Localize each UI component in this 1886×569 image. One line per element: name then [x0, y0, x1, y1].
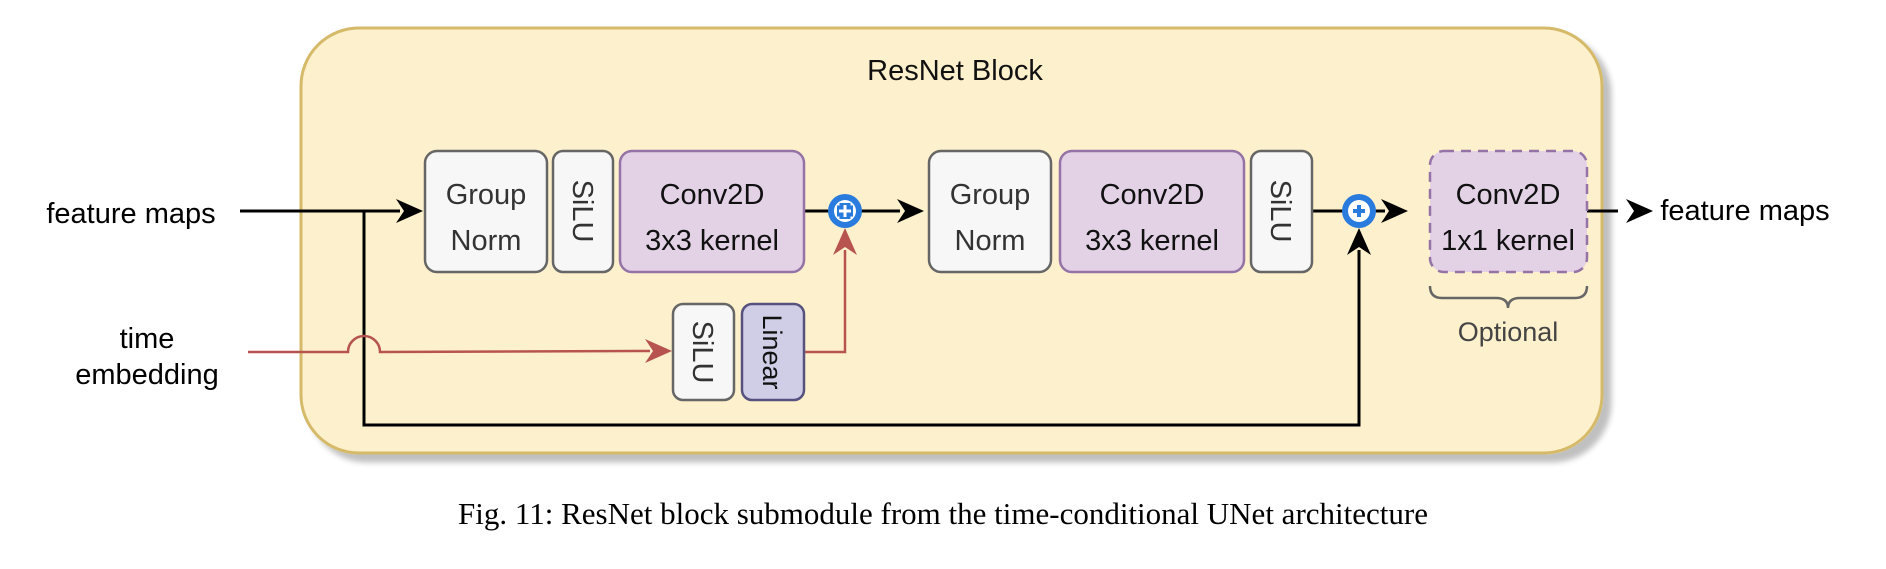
- time-label-line1: time: [120, 323, 175, 355]
- time-silu-label: SiLU: [686, 321, 718, 384]
- conv2d-1x1-line1: Conv2D: [1456, 179, 1561, 211]
- output-label: feature maps: [1660, 195, 1829, 227]
- block-title: ResNet Block: [867, 55, 1043, 87]
- conv2d-3x3-2: Conv2D 3x3 kernel: [1058, 149, 1246, 274]
- figure-caption: Fig. 11: ResNet block submodule from the…: [458, 496, 1428, 531]
- add-node-2: [1342, 194, 1376, 228]
- conv2d-3x3-2-line1: Conv2D: [1100, 179, 1205, 211]
- groupnorm-2-line2: Norm: [955, 225, 1026, 257]
- time-linear: Linear: [740, 302, 806, 402]
- groupnorm-2-line1: Group: [950, 179, 1031, 211]
- main-arrowheads: [396, 199, 1653, 255]
- time-arrowheads: [645, 228, 857, 363]
- conv2d-3x3-1-line1: Conv2D: [660, 179, 765, 211]
- time-path: [248, 250, 847, 354]
- add-node-1: [828, 194, 862, 228]
- conv2d-3x3-2-line2: 3x3 kernel: [1085, 225, 1219, 257]
- silu-2-label: SiLU: [1264, 180, 1296, 243]
- conv2d-1x1-line2: 1x1 kernel: [1441, 225, 1575, 257]
- groupnorm-1-line1: Group: [446, 179, 527, 211]
- time-linear-label: Linear: [757, 314, 787, 389]
- silu-2: SiLU: [1249, 149, 1314, 274]
- silu-1: SiLU: [551, 149, 615, 274]
- silu-1-label: SiLU: [566, 180, 598, 243]
- optional-brace: [1428, 285, 1589, 309]
- time-silu: SiLU: [671, 302, 736, 402]
- time-label-line2: embedding: [75, 359, 219, 391]
- optional-label: Optional: [1458, 317, 1559, 347]
- conv2d-1x1-optional: Conv2D 1x1 kernel: [1428, 149, 1589, 274]
- groupnorm-1: Group Norm: [423, 149, 549, 274]
- input-label: feature maps: [46, 198, 215, 230]
- conv2d-3x3-1-line2: 3x3 kernel: [645, 225, 779, 257]
- conv2d-3x3-1: Conv2D 3x3 kernel: [618, 149, 806, 274]
- groupnorm-2: Group Norm: [927, 149, 1053, 274]
- groupnorm-1-line2: Norm: [451, 225, 522, 257]
